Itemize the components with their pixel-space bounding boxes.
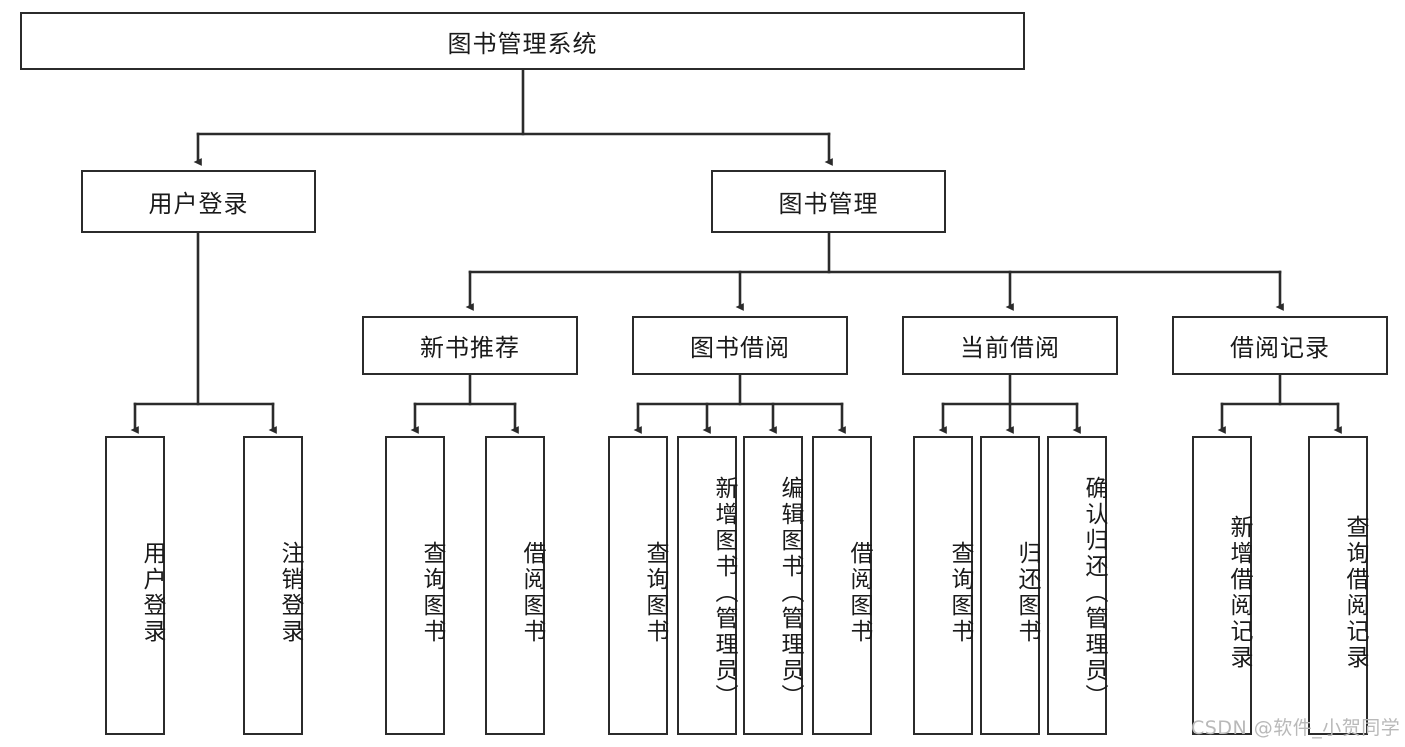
node-label: 查询图书 (642, 540, 668, 645)
node-label: 用户登录 (148, 190, 249, 218)
node-book-management[interactable]: 图书管理 (711, 170, 946, 233)
node-label: 归还图书 (1014, 540, 1040, 645)
node-label: 用户登录 (139, 540, 165, 645)
leaf-record-add-record[interactable]: 新增借阅记录 (1192, 436, 1252, 735)
node-label: 图书管理系统 (447, 29, 598, 58)
node-label: 借阅图书 (519, 540, 545, 645)
leaf-borrow-add-book[interactable]: 新增图书（管理员） (677, 436, 737, 735)
leaf-borrow-edit-book[interactable]: 编辑图书（管理员） (743, 436, 803, 735)
node-new-book-recommend[interactable]: 新书推荐 (362, 316, 578, 375)
leaf-current-return-book[interactable]: 归还图书 (980, 436, 1040, 735)
node-label: 查询图书 (947, 540, 973, 645)
node-label: 新书推荐 (420, 334, 520, 362)
node-label: 图书管理 (778, 190, 879, 218)
csdn-watermark: CSDN @软件_小贺同学 (1191, 717, 1401, 739)
node-label: 新增图书（管理员） (711, 475, 737, 710)
node-label: 编辑图书（管理员） (777, 475, 803, 710)
node-book-borrow[interactable]: 图书借阅 (632, 316, 848, 375)
node-borrow-record[interactable]: 借阅记录 (1172, 316, 1388, 375)
leaf-user-login-logout[interactable]: 注销登录 (243, 436, 303, 735)
leaf-record-query-record[interactable]: 查询借阅记录 (1308, 436, 1368, 735)
leaf-recommend-borrow-book[interactable]: 借阅图书 (485, 436, 545, 735)
node-label: 确认归还（管理员） (1081, 475, 1107, 710)
leaf-borrow-borrow-book[interactable]: 借阅图书 (812, 436, 872, 735)
leaf-current-confirm-return[interactable]: 确认归还（管理员） (1047, 436, 1107, 735)
node-label: 借阅图书 (846, 540, 872, 645)
node-label: 图书借阅 (690, 334, 790, 362)
node-label: 当前借阅 (960, 334, 1060, 362)
node-root-system[interactable]: 图书管理系统 (20, 12, 1025, 70)
node-label: 查询图书 (419, 540, 445, 645)
leaf-borrow-query-book[interactable]: 查询图书 (608, 436, 668, 735)
leaf-current-query-book[interactable]: 查询图书 (913, 436, 973, 735)
leaf-recommend-query-book[interactable]: 查询图书 (385, 436, 445, 735)
node-label: 注销登录 (277, 540, 303, 645)
node-label: 借阅记录 (1230, 334, 1330, 362)
leaf-user-login-login[interactable]: 用户登录 (105, 436, 165, 735)
node-label: 新增借阅记录 (1226, 514, 1252, 671)
node-current-borrow[interactable]: 当前借阅 (902, 316, 1118, 375)
node-label: 查询借阅记录 (1342, 514, 1368, 671)
node-user-login[interactable]: 用户登录 (81, 170, 316, 233)
